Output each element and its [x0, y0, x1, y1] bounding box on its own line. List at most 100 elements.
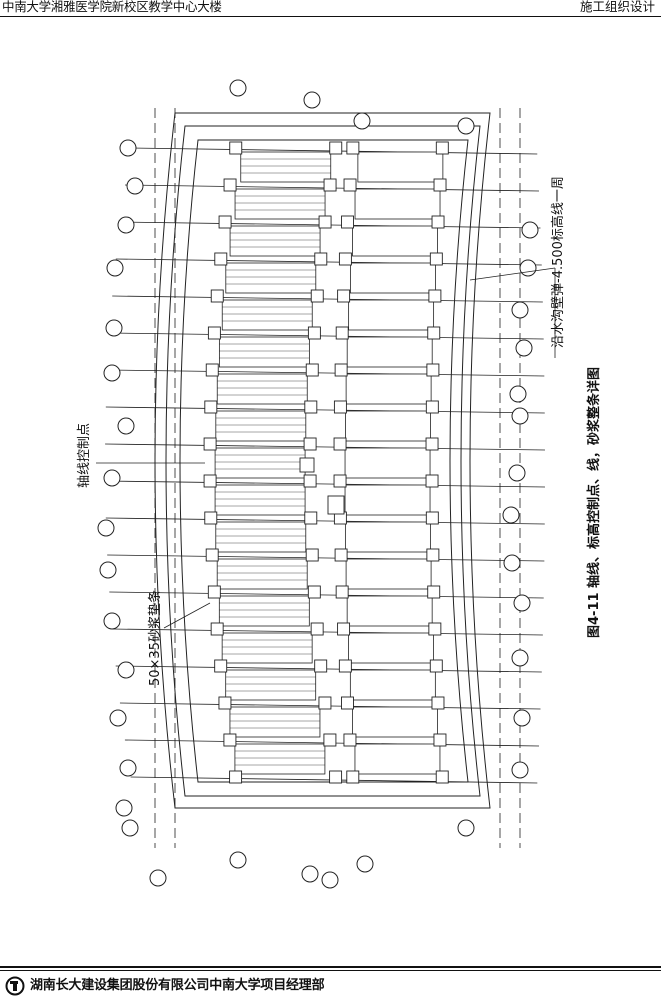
room-west	[240, 151, 332, 183]
column	[426, 363, 440, 377]
axis-bubble	[117, 661, 135, 679]
grid-axis-line	[115, 665, 542, 673]
column	[435, 770, 449, 784]
column	[314, 252, 328, 266]
column	[333, 437, 347, 451]
room-west	[225, 262, 317, 294]
column	[307, 585, 321, 599]
room-west	[221, 299, 313, 331]
column	[343, 733, 357, 747]
grid-axis-line	[109, 591, 544, 599]
column	[307, 326, 321, 340]
column	[223, 733, 237, 747]
column	[425, 437, 439, 451]
column	[433, 178, 447, 192]
room-west	[218, 595, 310, 627]
axis-bubble	[356, 855, 374, 873]
column	[210, 289, 224, 303]
column	[333, 400, 347, 414]
column	[204, 400, 218, 414]
column-core	[299, 457, 315, 473]
column	[341, 696, 354, 710]
column	[223, 178, 237, 192]
axis-bubble	[457, 819, 475, 837]
column	[303, 437, 317, 451]
axis-bubble	[229, 851, 247, 869]
column	[305, 363, 319, 377]
room-west	[229, 706, 321, 738]
column	[229, 770, 243, 784]
axis-bubble	[105, 319, 123, 337]
grid-axis-line	[115, 258, 542, 266]
axis-bubble	[509, 385, 527, 403]
room-west	[229, 225, 321, 257]
grid-axis-line	[109, 332, 544, 340]
drawing-canvas: 图4-11 轴线、标高控制点、线，砂浆整条详图 轴线控制点 50×35砂浆垫条 …	[77, 79, 602, 889]
axis-bubble	[103, 364, 121, 382]
column	[205, 363, 219, 377]
column	[429, 252, 443, 266]
room-east	[349, 669, 436, 701]
axis-bubble	[109, 709, 127, 727]
grid-axis-line	[105, 517, 545, 525]
axis-bubble	[103, 612, 121, 630]
figure-caption: 图4-11 轴线、标高控制点、线，砂浆整条详图	[586, 367, 602, 638]
column	[323, 178, 337, 192]
room-east	[344, 447, 431, 479]
column	[310, 289, 324, 303]
room-west	[214, 484, 306, 516]
column	[203, 437, 217, 451]
grid-axis-line	[105, 406, 545, 414]
column	[429, 659, 443, 673]
column	[314, 659, 328, 673]
column	[203, 474, 217, 488]
axis-bubble	[126, 177, 144, 195]
page-header: 中南大学湘雅医学院新校区教学中心大楼 施工组织设计	[0, 0, 661, 16]
room-east	[354, 188, 441, 220]
column	[335, 585, 349, 599]
axis-bubble	[121, 819, 139, 837]
column	[431, 696, 445, 710]
axis-bubble	[97, 519, 115, 537]
column	[337, 289, 351, 303]
room-east	[345, 410, 431, 442]
column	[435, 141, 449, 155]
room-east	[354, 743, 441, 775]
room-west	[221, 632, 313, 664]
axis-bubble	[502, 506, 520, 524]
column	[426, 548, 440, 562]
room-west	[218, 336, 310, 368]
leader-mortar-strip	[163, 602, 211, 629]
column	[207, 585, 221, 599]
room-west	[216, 558, 308, 590]
room-east	[344, 521, 431, 553]
axis-bubble	[353, 112, 371, 130]
label-axis-control: 轴线控制点	[77, 423, 92, 488]
outline-outer	[154, 112, 491, 809]
column-core	[327, 495, 345, 515]
axis-bubble	[511, 407, 529, 425]
column	[425, 400, 439, 414]
axis-bubble	[117, 417, 135, 435]
column	[428, 622, 442, 636]
room-east	[349, 262, 436, 294]
column	[341, 215, 354, 229]
column	[338, 252, 352, 266]
column	[323, 733, 337, 747]
document-title: 施工组织设计	[579, 0, 655, 14]
column	[329, 770, 343, 784]
column	[214, 252, 228, 266]
room-west	[234, 188, 326, 220]
company-name: 湖南长大建设集团股份有限公司中南大学项目经理部	[30, 978, 325, 993]
column	[433, 733, 447, 747]
footer-rule	[0, 966, 661, 968]
grid-axis-line	[112, 628, 543, 636]
label-mortar-strip: 50×35砂浆垫条	[147, 590, 163, 686]
axis-bubble	[117, 216, 135, 234]
column	[304, 400, 318, 414]
room-east	[352, 225, 438, 257]
axis-bubble	[106, 259, 124, 277]
grid-axis-line	[112, 295, 543, 303]
column	[205, 548, 219, 562]
room-east	[345, 373, 432, 405]
